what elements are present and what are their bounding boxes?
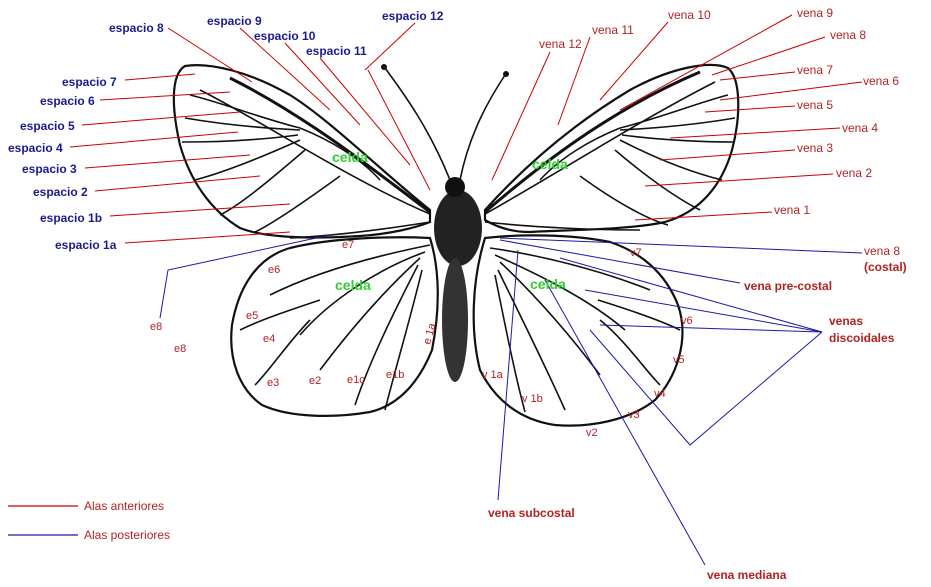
right-antenna-club (503, 71, 509, 77)
label-discoidales: discoidales (829, 331, 895, 345)
label-e3: e3 (267, 377, 279, 389)
forewing-leader-lines (69, 14, 863, 244)
head (445, 177, 465, 197)
label-vena-pre-costal: vena pre-costal (744, 279, 832, 293)
label-v7: v7 (630, 247, 642, 259)
label-vena-11: vena 11 (592, 23, 634, 37)
label-v1a: v 1a (482, 369, 504, 381)
cell-labels: celda celda celda celda (332, 149, 568, 293)
label-vena-3: vena 3 (797, 141, 833, 155)
left-hindwing-veins (239, 244, 431, 411)
legend: Alas anteriores Alas posteriores (8, 499, 170, 542)
label-espacio-9: espacio 9 (207, 14, 262, 28)
label-e1b: e1b (386, 369, 404, 381)
label-vena-4: vena 4 (842, 121, 878, 135)
label-hind-vena-8: vena 8 (864, 244, 900, 258)
label-espacio-3: espacio 3 (22, 162, 77, 176)
label-espacio-1b: espacio 1b (40, 211, 102, 225)
label-v3: v3 (628, 409, 640, 421)
label-e8-b: e8 (174, 343, 186, 355)
label-espacio-10: espacio 10 (254, 29, 316, 43)
label-e4: e4 (263, 333, 275, 345)
left-hindwing (230, 236, 439, 417)
label-e1a: e 1a (421, 321, 438, 346)
label-vena-5: vena 5 (797, 98, 833, 112)
left-antenna-club (381, 64, 387, 70)
label-espacio-6: espacio 6 (40, 94, 95, 108)
forewing-vein-labels: vena 12 vena 11 vena 10 vena 9 vena 8 ve… (539, 6, 899, 217)
right-hindwing (472, 234, 684, 427)
butterfly-illustration (172, 63, 740, 427)
label-espacio-11: espacio 11 (306, 44, 367, 58)
hindwing-small-labels: e7 e6 e5 e4 e3 e2 e1c e1b e 1a e8 e8 v7 … (150, 239, 693, 439)
label-vena-12: vena 12 (539, 37, 582, 51)
label-espacio-7: espacio 7 (62, 75, 117, 89)
hindwing-vein-labels: vena 8 (costal) vena pre-costal venas di… (488, 244, 907, 582)
label-espacio-8: espacio 8 (109, 21, 164, 35)
label-espacio-5: espacio 5 (20, 119, 75, 133)
right-hindwing-veins (489, 247, 681, 413)
cell-label-fore-left: celda (332, 149, 368, 165)
thorax (434, 190, 482, 266)
cell-label-hind-left: celda (335, 277, 371, 293)
label-v1b: v 1b (522, 393, 543, 405)
label-vena-6: vena 6 (863, 74, 899, 88)
label-e1c: e1c (347, 374, 365, 386)
label-espacio-12: espacio 12 (382, 9, 444, 23)
label-costal: (costal) (864, 260, 907, 274)
label-vena-9: vena 9 (797, 6, 833, 20)
label-e6: e6 (268, 264, 280, 276)
label-vena-1: vena 1 (774, 203, 810, 217)
label-venas: venas (829, 314, 863, 328)
left-antenna (384, 67, 451, 181)
label-vena-subcostal: vena subcostal (488, 506, 575, 520)
label-vena-mediana: vena mediana (707, 568, 787, 582)
label-espacio-1a: espacio 1a (55, 238, 117, 252)
label-v2: v2 (586, 427, 598, 439)
label-espacio-4: espacio 4 (8, 141, 63, 155)
right-forewing-veins (484, 70, 736, 231)
label-vena-2: vena 2 (836, 166, 872, 180)
label-e8-a: e8 (150, 321, 162, 333)
right-forewing (483, 63, 740, 234)
label-vena-10: vena 10 (668, 8, 711, 22)
legend-hindwing-label: Alas posteriores (84, 528, 170, 542)
label-vena-8: vena 8 (830, 28, 866, 42)
label-v4: v4 (654, 388, 666, 400)
label-vena-7: vena 7 (797, 63, 833, 77)
right-antenna (459, 74, 506, 181)
label-espacio-2: espacio 2 (33, 185, 88, 199)
cell-label-fore-right: celda (532, 156, 568, 172)
forewing-space-labels: espacio 8 espacio 9 espacio 10 espacio 1… (8, 9, 444, 252)
abdomen (442, 258, 468, 382)
label-v6: v6 (681, 315, 693, 327)
label-e2: e2 (309, 375, 321, 387)
label-e5: e5 (246, 310, 258, 322)
cell-label-hind-right: celda (530, 276, 566, 292)
label-e7: e7 (342, 239, 354, 251)
left-forewing-veins (181, 76, 431, 239)
legend-forewing-label: Alas anteriores (84, 499, 164, 513)
hindwing-leader-lines (159, 234, 863, 566)
left-forewing (172, 64, 432, 239)
label-v5: v5 (673, 354, 685, 366)
